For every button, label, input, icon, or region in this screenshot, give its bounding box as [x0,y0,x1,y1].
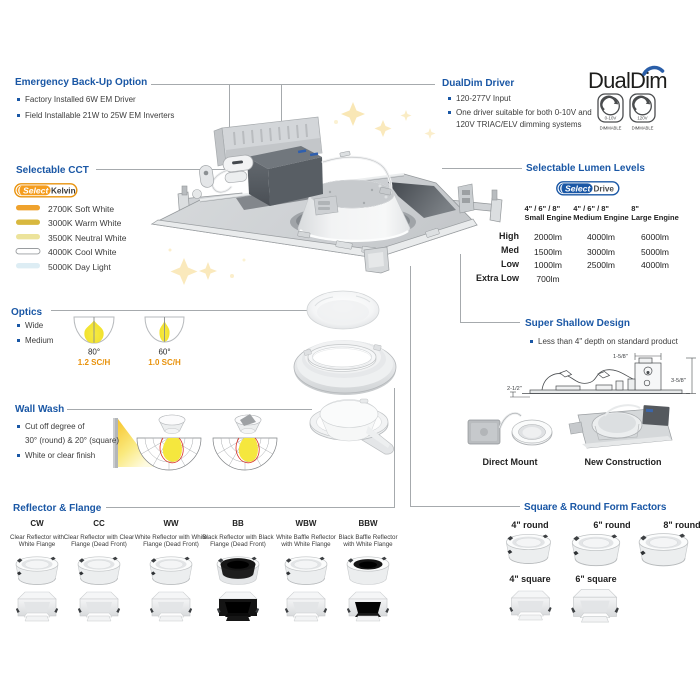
svg-text:2-1/2": 2-1/2" [507,386,522,392]
svg-text:Drive: Drive [594,184,615,193]
svg-text:0-10V: 0-10V [605,116,617,121]
svg-text:Kelvin: Kelvin [51,186,76,195]
svg-text:80°: 80° [88,348,100,357]
svg-text:DIMMABLE: DIMMABLE [600,126,622,131]
svg-text:3-5/8": 3-5/8" [671,378,686,384]
svg-text:DualDim: DualDim [588,68,667,93]
svg-text:1.0 SC/H: 1.0 SC/H [148,358,181,367]
svg-text:Select: Select [565,184,591,194]
svg-text:1-5/8": 1-5/8" [613,354,628,360]
svg-text:Select: Select [23,186,49,196]
svg-text:120V: 120V [637,116,647,121]
svg-text:60°: 60° [158,348,170,357]
svg-text:DIMMABLE: DIMMABLE [632,126,654,131]
svg-text:1.2 SC/H: 1.2 SC/H [78,358,111,367]
